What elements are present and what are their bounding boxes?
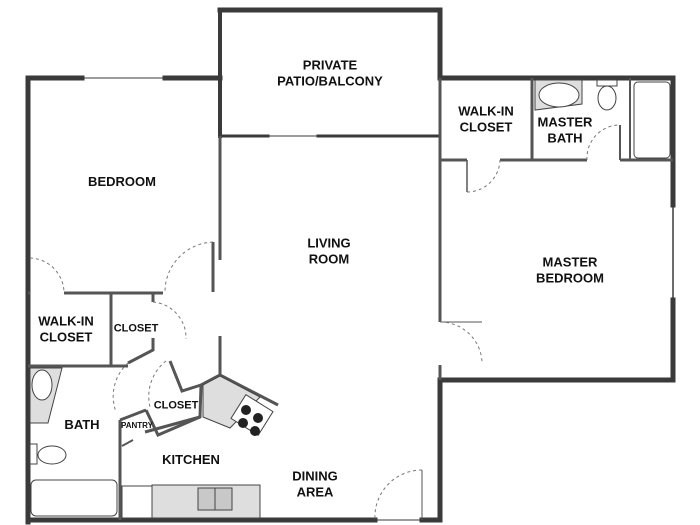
room-label-closet2: CLOSET: [154, 399, 199, 412]
room-label-line: BEDROOM: [88, 174, 156, 190]
room-label-pantry: PANTRY: [121, 421, 153, 431]
room-label-line: WALK-IN: [38, 313, 94, 329]
room-label-line: MASTER: [542, 254, 598, 270]
patio-wall: [217, 7, 443, 81]
room-label-line: PATIO/BALCONY: [277, 73, 383, 88]
room-label-line: PANTRY: [121, 421, 153, 431]
room-label-line: CLOSET: [39, 329, 93, 344]
room-label-kitchen: KITCHEN: [162, 452, 220, 468]
room-label-line: CLOSET: [153, 399, 199, 412]
room-label-line: PRIVATE: [302, 57, 358, 73]
room-label-line: CLOSET: [459, 119, 513, 134]
room-label-line: KITCHEN: [162, 452, 220, 468]
room-label-line: BATH: [64, 417, 100, 433]
room-label-line: CLOSET: [113, 322, 159, 335]
room-label-line: DINING: [292, 468, 338, 484]
room-label-line: WALK-IN: [458, 103, 514, 119]
room-label-line: BEDROOM: [536, 270, 604, 285]
room-label-line: MASTER: [537, 114, 593, 130]
room-label-bath: BATH: [64, 417, 99, 433]
room-label-line: LIVING: [307, 235, 351, 251]
room-label-bedroom: BEDROOM: [88, 174, 156, 190]
room-label-line: ROOM: [308, 251, 350, 266]
room-label-line: BATH: [547, 130, 583, 145]
room-label-line: AREA: [296, 484, 334, 499]
room-label-closet1: CLOSET: [114, 322, 159, 335]
